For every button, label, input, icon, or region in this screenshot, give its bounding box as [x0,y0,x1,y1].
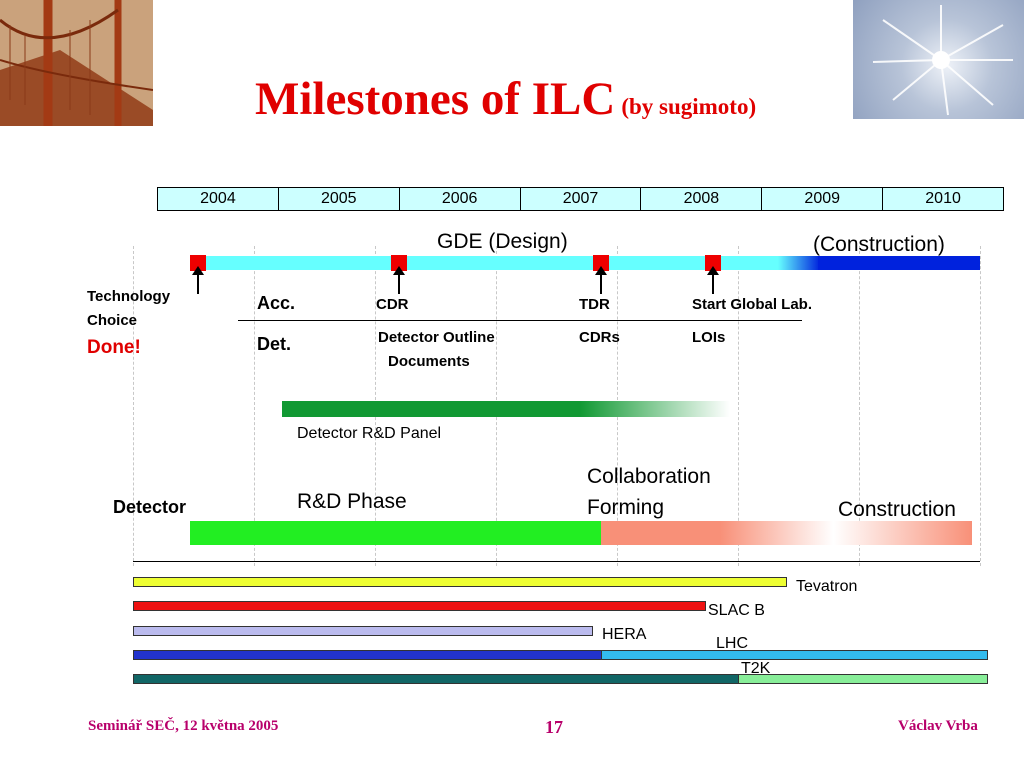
lhc-bar-2 [601,650,988,660]
arrow-up-icon [393,266,405,294]
collab-forming-line1: Collaboration [587,465,711,488]
gde-construction-bar [818,256,980,270]
gde-construction-label: (Construction) [813,233,945,256]
grid-line [738,246,739,566]
milestone-start-global-lab: Start Global Lab. [692,296,813,313]
grid-line [254,246,255,566]
year-cell: 2005 [279,188,400,210]
construction-bar-start [601,521,721,545]
construction-label: Construction [838,498,956,521]
rd-panel-label: Detector R&D Panel [297,425,442,442]
rd-phase-label: R&D Phase [297,490,407,513]
row-acc-label: Acc. [257,293,296,313]
grid-line [133,246,134,566]
year-cell: 2009 [762,188,884,210]
year-cell: 2006 [400,188,521,210]
title-main: Milestones of ILC [255,73,616,125]
hera-bar [133,626,593,636]
gde-design-bar [190,256,790,270]
slide-title: Milestones of ILC(by sugimoto) [255,72,756,126]
row-det-label: Det. [257,334,292,354]
milestone-detector-outline: Detector Outline [378,329,495,346]
t2k-label: T2K [741,660,771,677]
detector-label: Detector [113,497,187,517]
grid-line [980,246,981,566]
year-cell: 2007 [521,188,642,210]
arrow-up-icon [707,266,719,294]
milestone-cdrs: CDRs [579,329,620,346]
lhc-bar-1 [133,650,602,660]
milestone-lois: LOIs [692,329,726,346]
slac-b-bar [133,601,706,611]
year-cell: 2004 [158,188,279,210]
tech-choice-line2: Choice [87,312,138,329]
title-subtitle: (by sugimoto) [621,94,757,119]
hera-label: HERA [602,626,647,643]
tech-choice-done: Done! [87,337,141,358]
footer-page-number: 17 [545,717,563,737]
tevatron-label: Tevatron [796,578,858,595]
tech-choice-line1: Technology [87,288,171,305]
row-divider [238,320,802,321]
milestone-detector-outline-2: Documents [388,353,470,370]
collab-forming-line2: Forming [587,496,665,519]
bridge-photo [0,0,153,126]
tevatron-bar [133,577,787,587]
year-cell: 2010 [925,190,961,207]
rd-panel-bar [282,401,582,417]
grid-line [859,246,860,566]
slac-b-label: SLAC B [708,602,765,619]
separator-line [133,561,980,562]
milestone-tdr: TDR [579,296,610,313]
gde-design-label: GDE (Design) [437,230,568,253]
milestone-cdr: CDR [376,296,409,313]
footer-seminar: Seminář SEČ, 12 května 2005 [88,718,279,734]
gde-transition-bar [778,256,820,270]
t2k-bar-1 [133,674,739,684]
arrow-up-icon [192,266,204,294]
year-cell: 2008 [641,188,763,210]
t2k-bar-2 [738,674,988,684]
construction-bar-end [720,521,972,545]
year-header: 2004 2005 2006 2007 2008 2009 2010 [157,187,1004,211]
starburst-image [853,0,1024,119]
rd-panel-fade [580,401,730,417]
arrow-up-icon [595,266,607,294]
footer-author: Václav Vrba [898,718,978,734]
lhc-label: LHC [716,635,749,652]
rd-phase-bar [190,521,602,545]
